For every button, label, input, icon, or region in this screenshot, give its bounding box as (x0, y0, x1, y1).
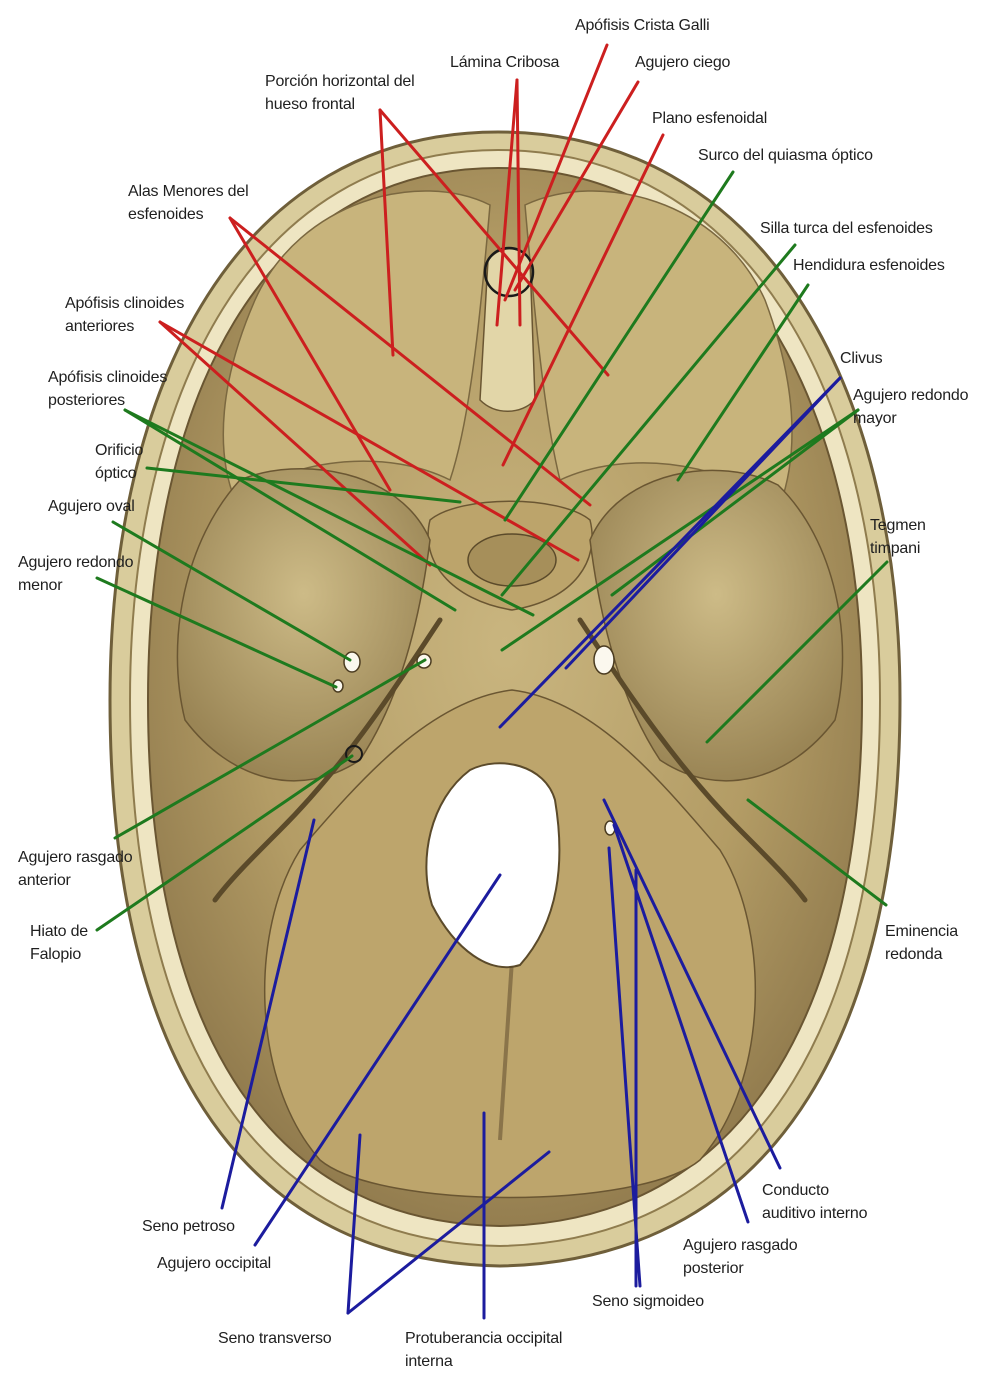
porcion-horizontal-leader-2 (378, 108, 610, 377)
lamina-cribosa-leader-1 (495, 78, 519, 327)
conducto-auditivo-leader (602, 798, 782, 1170)
surco-quiasma-leader (503, 170, 735, 522)
seno-petroso-leader (220, 818, 316, 1210)
label-seno-transverso: Seno transverso (218, 1330, 332, 1347)
rasgado-anterior-leader (113, 658, 427, 840)
label-hendidura: Hendidura esfenoides (793, 257, 945, 274)
crista-galli-ring (483, 246, 535, 298)
redondo-menor-leader (95, 576, 338, 689)
hiatus-falopio-ring (345, 745, 363, 763)
clinoides-posteriores-leader-2 (123, 408, 535, 617)
seno-transverso-leader-1 (346, 1133, 362, 1315)
label-agujero-occipital: Agujero occipital (157, 1255, 271, 1272)
label-lamina-cribosa: Lámina Cribosa (450, 54, 560, 71)
hiato-falopio-leader (95, 754, 354, 932)
crista-galli-leader (503, 43, 609, 302)
clinoides-anteriores-leader-2 (158, 320, 580, 562)
agujero-occipital-leader (253, 873, 502, 1247)
label-crista-galli: Apófisis Crista Galli (575, 17, 710, 34)
label-agujero-ciego: Agujero ciego (635, 54, 731, 71)
alas-menores-leader-2 (228, 216, 592, 507)
label-silla-turca: Silla turca del esfenoides (760, 220, 933, 237)
label-orificio-optico: Orificio óptico (95, 442, 144, 482)
leader-lines (95, 43, 889, 1320)
agujero-oval-leader (111, 520, 352, 662)
label-eminencia-redonda: Eminencia redonda (885, 923, 958, 963)
label-clinoides-posteriores: Apófisis clinoides posteriores (48, 369, 168, 409)
label-seno-sigmoideo: Seno sigmoideo (592, 1293, 704, 1310)
foramen-ovale-right (593, 645, 615, 675)
porcion-horizontal-leader-1 (378, 108, 395, 357)
clinoides-anteriores-leader-1 (158, 320, 432, 567)
label-seno-petroso: Seno petroso (142, 1218, 235, 1235)
label-redondo-mayor: Agujero redondo mayor (853, 387, 969, 427)
seno-sigmoideo-leader-2 (607, 846, 642, 1288)
label-agujero-oval: Agujero oval (48, 498, 135, 515)
clivus-leader-2 (564, 376, 842, 670)
sella-turcica (467, 533, 557, 587)
cribriform-plate (479, 248, 536, 412)
label-redondo-menor: Agujero redondo menor (18, 554, 134, 594)
redondo-mayor-leader-2 (500, 408, 860, 652)
silla-turca-leader (500, 243, 797, 597)
orificio-optico-leader (145, 466, 462, 504)
foramen-magnum (425, 762, 561, 969)
label-conducto-auditivo: Conducto auditivo interno (762, 1182, 868, 1222)
label-tegmen: Tegmen timpani (870, 517, 926, 557)
label-porcion-horizontal: Porción horizontal del hueso frontal (265, 73, 415, 113)
label-hiato-falopio: Hiato de Falopio (30, 923, 88, 963)
label-protuberancia: Protuberancia occipital interna (405, 1330, 563, 1370)
tegmen-leader (705, 560, 889, 744)
foramen-ovale-left (343, 651, 361, 673)
label-alas-menores: Alas Menores del esfenoides (128, 183, 249, 223)
label-rasgado-posterior: Agujero rasgado posterior (683, 1237, 798, 1277)
label-surco-quiasma: Surco del quiasma óptico (698, 147, 873, 164)
clinoides-posteriores-leader-1 (123, 408, 457, 612)
label-rasgado-anterior: Agujero rasgado anterior (18, 849, 133, 889)
label-plano-esfenoidal: Plano esfenoidal (652, 110, 768, 127)
alas-menores-leader-1 (228, 216, 392, 492)
petrous-ridge-left (212, 617, 443, 903)
seno-transverso-leader-2 (346, 1150, 551, 1315)
plano-esfenoidal-leader (501, 133, 665, 467)
hendidura-leader (676, 283, 810, 482)
agujero-ciego-leader (513, 80, 640, 292)
label-clinoides-anteriores: Apófisis clinoides anteriores (65, 295, 185, 335)
internal-occipital-crest (498, 959, 514, 1141)
label-clivus: Clivus (840, 350, 883, 367)
eminencia-redonda-leader (746, 798, 888, 907)
redondo-mayor-leader-1 (610, 408, 860, 597)
